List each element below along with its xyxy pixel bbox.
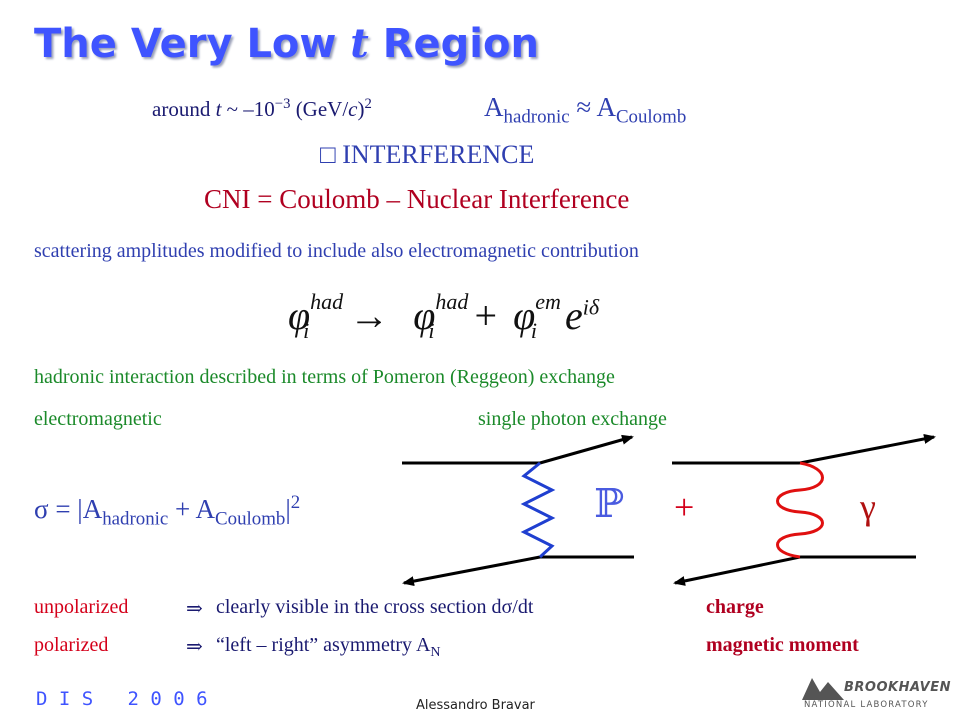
- brookhaven-emblem-icon: [802, 678, 844, 700]
- pomeron-symbol: ℙ: [594, 481, 625, 526]
- pomeron-exchange-diagram: [402, 434, 634, 587]
- page-title: The Very Low t Region: [34, 20, 539, 67]
- photon-wavy-line: [776, 461, 824, 559]
- hadronic-note: hadronic interaction described in terms …: [34, 366, 615, 388]
- amplitude-relation: Ahadronic ≈ ACoulomb: [484, 92, 687, 128]
- square-bullet-icon: □: [320, 140, 336, 169]
- cni-definition: CNI = Coulomb – Nuclear Interference: [204, 184, 630, 214]
- brookhaven-logo: BROOKHAVEN NATIONAL LABORATORY: [800, 672, 952, 716]
- author-name: Alessandro Bravar: [416, 698, 535, 713]
- cross-section-formula: σ = |Ahadronic + ACoulomb|2: [34, 492, 301, 530]
- outgoing-bottom-arrow: [402, 555, 541, 587]
- interference-line: □ INTERFERENCE: [320, 140, 535, 169]
- plus-sign: +: [674, 487, 695, 527]
- gamma-symbol: γ: [860, 487, 876, 527]
- momentum-transfer-note: around t ~ –10−3 (GeV/c)2: [152, 96, 372, 121]
- charge-label: charge: [706, 596, 764, 618]
- photon-exchange-diagram: [672, 433, 936, 586]
- photon-exchange-label: single photon exchange: [478, 408, 667, 430]
- polarized-row: polarized ⇒ “left – right” asymmetry AN: [34, 634, 441, 660]
- implies-arrow-icon: ⇒: [186, 636, 203, 658]
- scattering-note: scattering amplitudes modified to includ…: [34, 240, 639, 262]
- amplitude-formula: φhadi → φhadi + φemi eiδ: [288, 288, 600, 343]
- logo-main-text: BROOKHAVEN: [844, 680, 951, 695]
- magnetic-moment-label: magnetic moment: [706, 634, 859, 656]
- outgoing-top-arrow: [799, 433, 936, 465]
- conference-label: D I S 2 0 0 6: [36, 688, 208, 710]
- outgoing-top-arrow: [539, 434, 634, 465]
- implies-arrow-icon: ⇒: [186, 598, 203, 620]
- outgoing-bottom-arrow: [673, 555, 801, 586]
- pomeron-zigzag: [520, 461, 556, 559]
- unpolarized-row: unpolarized ⇒ clearly visible in the cro…: [34, 596, 534, 620]
- em-label: electromagnetic: [34, 408, 162, 430]
- logo-sub-text: NATIONAL LABORATORY: [804, 700, 929, 710]
